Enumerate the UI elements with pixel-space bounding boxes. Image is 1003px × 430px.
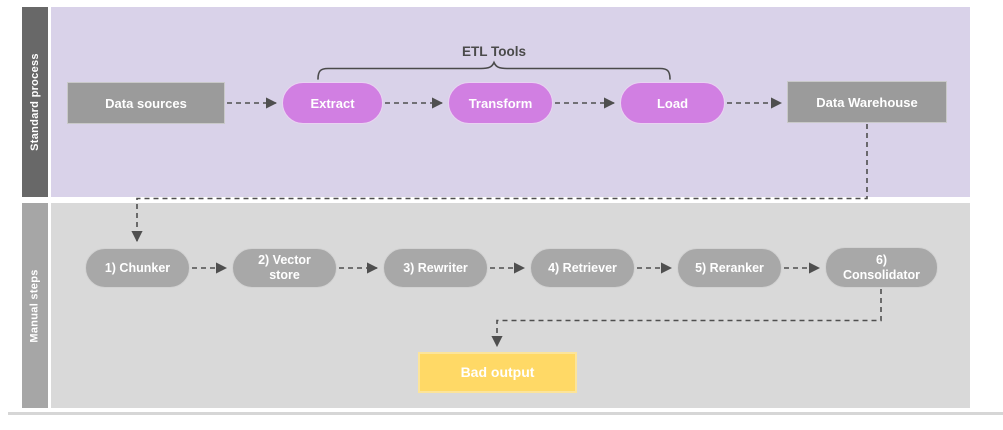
node-load[interactable]: Load [620,82,725,124]
node-retriever[interactable]: 4) Retriever [530,248,635,288]
lane-label-standard-process: Standard process [29,53,42,151]
node-reranker-label: 5) Reranker [695,260,764,275]
node-consolidator[interactable]: 6) Consolidator [825,247,938,288]
node-transform-label: Transform [468,95,533,111]
page-divider-line [8,412,1003,415]
node-load-label: Load [656,95,689,111]
node-data-sources-label: Data sources [105,95,187,111]
node-vector-store[interactable]: 2) Vector store [232,248,337,288]
node-retriever-label: 4) Retriever [548,260,617,275]
node-reranker[interactable]: 5) Reranker [677,248,782,288]
node-extract[interactable]: Extract [282,82,383,124]
node-chunker-label: 1) Chunker [104,260,171,275]
node-extract-label: Extract [310,95,355,111]
node-rewriter[interactable]: 3) Rewriter [383,248,488,288]
node-rewriter-label: 3) Rewriter [403,260,468,275]
node-consolidator-label: 6) Consolidator [842,252,921,282]
node-bad-output[interactable]: Bad output [418,352,577,393]
node-transform[interactable]: Transform [448,82,553,124]
node-data-warehouse[interactable]: Data Warehouse [787,81,947,123]
node-vector-store-label: 2) Vector store [258,253,311,282]
lane-header-manual-steps: Manual steps [22,203,48,408]
node-chunker[interactable]: 1) Chunker [85,248,190,288]
etl-tools-label: ETL Tools [462,44,526,59]
node-data-sources[interactable]: Data sources [67,82,225,124]
node-data-warehouse-label: Data Warehouse [816,94,918,110]
lane-label-manual-steps: Manual steps [29,268,42,343]
node-bad-output-label: Bad output [460,364,535,380]
lane-header-standard-process: Standard process [22,7,48,197]
